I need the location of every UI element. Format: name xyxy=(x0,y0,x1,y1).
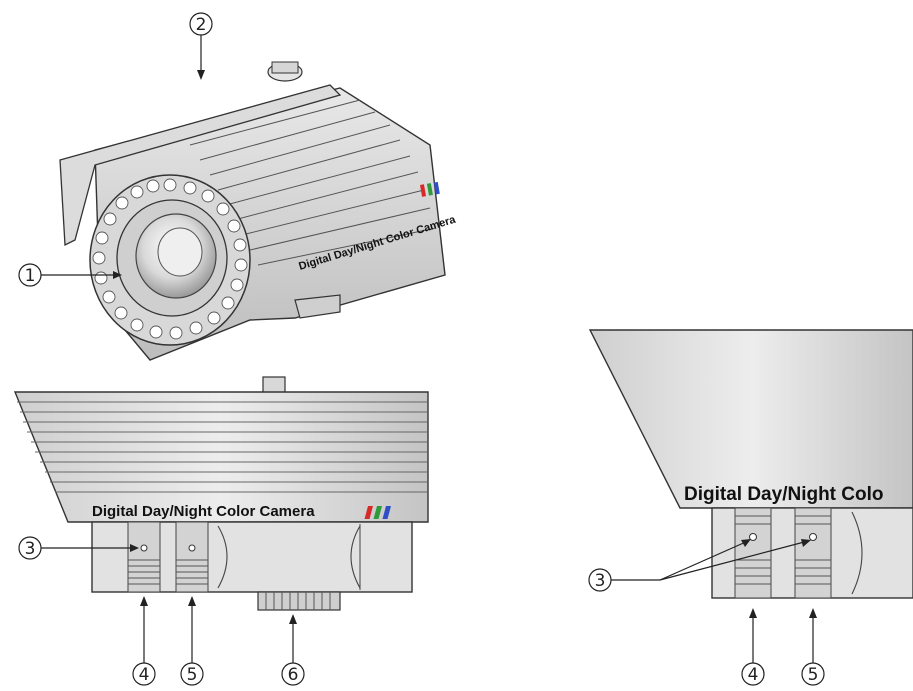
closeup-camera-view: Digital Day/Night Colo xyxy=(588,329,913,599)
side-fins xyxy=(17,401,428,493)
callout-4-side-label: 4 xyxy=(139,665,150,685)
callout-3-closeup: 3 xyxy=(588,539,811,592)
closeup-adjuster-5 xyxy=(794,507,832,599)
angled-rgb-stripes xyxy=(420,181,440,197)
callout-2-label: 2 xyxy=(196,15,207,35)
callout-3-side: 3 xyxy=(18,536,139,560)
angled-camera-view: Digital Day/Night Color Camera xyxy=(59,61,458,361)
closeup-model-label: Digital Day/Night Colo xyxy=(684,484,884,505)
angled-sunshield xyxy=(59,84,342,247)
side-top-knob xyxy=(262,376,286,394)
callout-3-side-label: 3 xyxy=(25,539,36,559)
callout-5-side-label: 5 xyxy=(187,665,198,685)
side-model-label: Digital Day/Night Color Camera xyxy=(92,503,315,520)
callout-5-closeup-label: 5 xyxy=(808,665,819,685)
callout-4-closeup-label: 4 xyxy=(748,665,759,685)
side-mount-base xyxy=(257,591,341,611)
closeup-housing xyxy=(588,329,913,509)
side-adjuster-4 xyxy=(127,521,161,593)
callout-4-closeup: 4 xyxy=(741,608,765,686)
side-housing xyxy=(13,391,429,523)
angled-mount xyxy=(294,294,341,319)
callout-6: 6 xyxy=(281,614,305,686)
closeup-adjuster-4 xyxy=(734,507,772,599)
callout-2: 2 xyxy=(189,12,213,80)
lens-glass xyxy=(157,227,203,277)
angled-fins xyxy=(189,99,437,266)
callout-5-closeup: 5 xyxy=(801,608,825,686)
callout-4-side: 4 xyxy=(132,596,156,686)
callout-3-closeup-label: 3 xyxy=(595,571,606,591)
side-camera-view: Digital Day/Night Color Camera xyxy=(13,376,429,611)
callout-1-label: 1 xyxy=(25,266,36,286)
ir-led-ring xyxy=(92,178,248,340)
callout-5-side: 5 xyxy=(180,596,204,686)
side-rgb-stripes xyxy=(364,506,391,519)
side-adjuster-5 xyxy=(175,521,209,593)
callout-1: 1 xyxy=(18,263,122,287)
callout-6-label: 6 xyxy=(288,665,299,685)
